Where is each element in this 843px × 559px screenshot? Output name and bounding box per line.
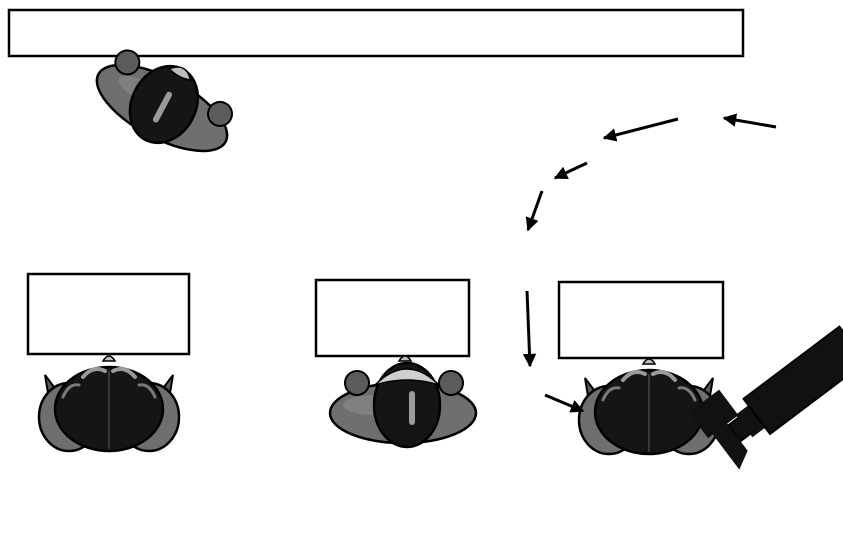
arrow-path — [522, 113, 777, 413]
desk-left — [26, 272, 191, 356]
desk-middle — [314, 278, 471, 358]
arrow-4 — [525, 190, 544, 232]
arrow-3 — [553, 161, 588, 180]
camera-icon — [688, 325, 843, 470]
arrow-2 — [602, 117, 679, 142]
person-right — [577, 358, 721, 456]
arrow-6 — [544, 393, 585, 413]
person-left — [37, 355, 181, 453]
arrow-5 — [522, 290, 537, 368]
person-middle — [328, 355, 478, 449]
person-top-left — [95, 49, 234, 153]
top-board — [7, 8, 745, 58]
desk-right — [557, 280, 725, 360]
arrow-1 — [722, 113, 777, 129]
